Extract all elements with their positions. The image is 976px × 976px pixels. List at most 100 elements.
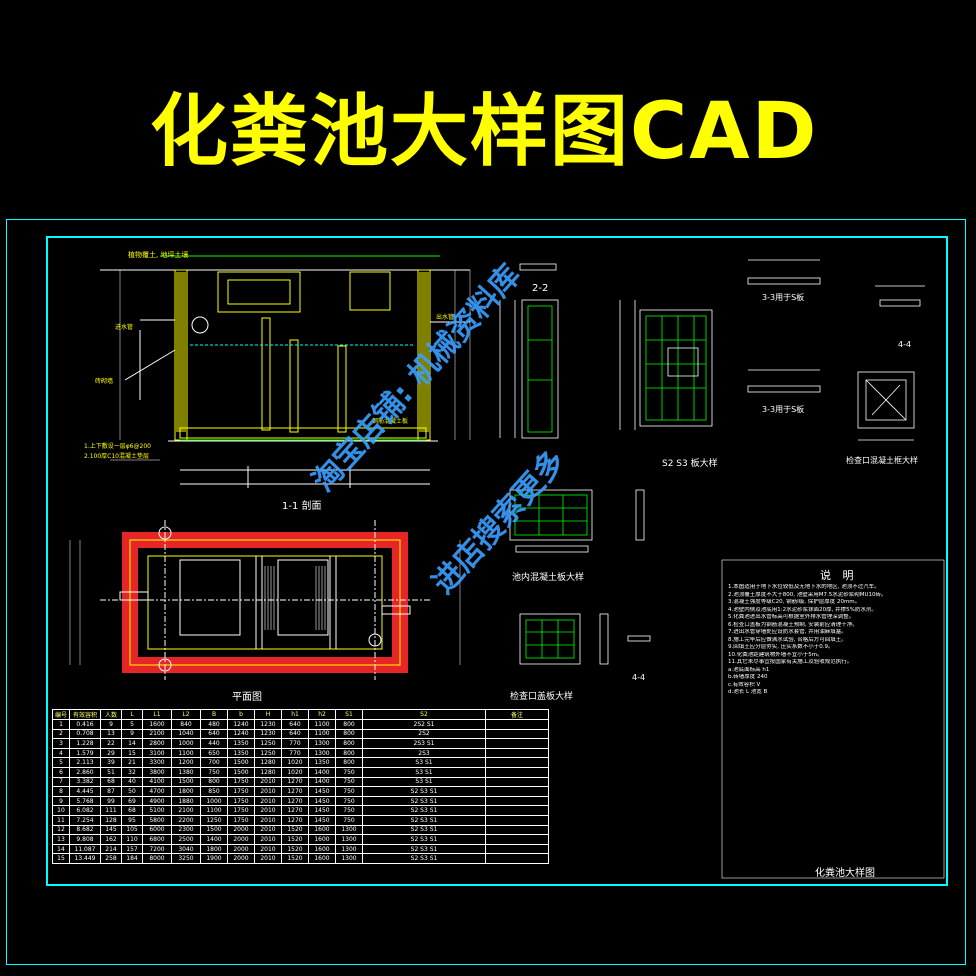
table-cell: 3250 <box>171 853 201 864</box>
table-cell <box>485 719 549 730</box>
notes-border <box>721 559 945 879</box>
table-cell: 2000 <box>227 843 255 855</box>
table-cell: 800 <box>335 719 363 730</box>
inspection-frame <box>857 371 915 441</box>
table-cell: 750 <box>335 805 363 816</box>
table-cell: 770 <box>281 747 309 759</box>
inspection-cover <box>519 613 651 665</box>
table-cell: 1270 <box>281 776 309 788</box>
table-header-cell: 编号 <box>52 709 70 720</box>
table-cell: 13 <box>52 834 70 845</box>
note-item: 6.检查口盖板为钢筋混凝土预制, 安装前应清理干净。 <box>728 621 858 628</box>
note-item: c.有效容积 V <box>728 681 761 688</box>
table-cell: 2 <box>52 728 70 740</box>
table-cell: 2800 <box>142 738 172 749</box>
table-cell: 2S3 <box>362 747 486 759</box>
table-cell <box>485 766 549 778</box>
table-header-cell: H <box>254 709 282 720</box>
table-cell: 1300 <box>335 824 363 836</box>
table-cell: 1250 <box>254 738 282 749</box>
table-cell: 800 <box>335 747 363 759</box>
table-cell <box>485 834 549 845</box>
table-cell: 1600 <box>308 834 336 845</box>
table-cell: 6.082 <box>69 805 101 816</box>
table-cell: 157 <box>121 843 143 855</box>
table-cell: S2 S3 S1 <box>362 795 486 807</box>
table-cell: 13 <box>100 728 122 740</box>
table-cell: 2010 <box>254 853 282 864</box>
table-cell: 15 <box>52 853 70 864</box>
table-cell: 1350 <box>227 738 255 749</box>
table-cell: 5 <box>121 719 143 730</box>
table-cell: 6000 <box>142 824 172 836</box>
table-cell: 1300 <box>335 843 363 855</box>
table-cell: 1 <box>52 719 70 730</box>
table-cell: 9.808 <box>69 834 101 845</box>
table-header-cell: b <box>227 709 255 720</box>
table-cell: S2 S3 S1 <box>362 805 486 816</box>
table-cell <box>485 843 549 855</box>
table-cell: 3040 <box>171 843 201 855</box>
table-header-cell: S2 <box>362 709 486 720</box>
table-cell: 1270 <box>281 805 309 816</box>
table-cell: 9 <box>100 719 122 730</box>
table-cell: S2 S3 S1 <box>362 834 486 845</box>
table-cell: 2100 <box>142 728 172 740</box>
table-cell: 110 <box>121 834 143 845</box>
table-cell: 51 <box>100 766 122 778</box>
table-cell: 1600 <box>308 853 336 864</box>
table-cell: 29 <box>100 747 122 759</box>
annotation-inlet: 进水管 <box>115 324 134 331</box>
table-cell: 1.579 <box>69 747 101 759</box>
table-cell: S2 S3 S1 <box>362 853 486 864</box>
table-cell: 480 <box>200 719 228 730</box>
label-section-1-1: 1-1 剖面 <box>282 501 322 512</box>
table-cell: 1100 <box>308 728 336 740</box>
table-cell: 1750 <box>227 814 255 826</box>
label-s2s3-detail: S2 S3 板大样 <box>662 459 718 469</box>
label-section-3-3-b: 3-3用于S板 <box>762 405 805 414</box>
table-cell: 1250 <box>200 814 228 826</box>
table-cell <box>485 776 549 788</box>
table-cell: 440 <box>200 738 228 749</box>
table-header-cell: 有效容积 <box>69 709 101 720</box>
table-cell <box>485 747 549 759</box>
table-cell: 162 <box>100 834 122 845</box>
table-header-cell: L1 <box>142 709 172 720</box>
table-cell: 1300 <box>335 853 363 864</box>
table-cell: 1520 <box>281 834 309 845</box>
table-cell: 1600 <box>142 719 172 730</box>
table-cell <box>485 738 549 749</box>
table-cell: 2010 <box>254 795 282 807</box>
table-header-cell: 备注 <box>485 709 549 720</box>
label-plan: 平面图 <box>232 692 262 703</box>
table-cell: 2010 <box>254 814 282 826</box>
note-item: 1.本图适用于地下水位较低及无地下水的地区, 池顶不过汽车。 <box>728 584 880 590</box>
table-cell: 1280 <box>254 757 282 768</box>
table-cell: 1300 <box>308 747 336 759</box>
table-cell: 1000 <box>171 738 201 749</box>
table-cell: 1400 <box>308 776 336 788</box>
table-cell: 1230 <box>254 719 282 730</box>
table-cell: 50 <box>121 786 143 797</box>
table-cell: 2000 <box>227 834 255 845</box>
table-cell: 1300 <box>308 738 336 749</box>
notes-heading: 说 明 <box>820 569 858 582</box>
annotation-legend-1: 1.上下敷设一层φ6@200 <box>84 443 151 450</box>
table-cell: 258 <box>100 853 122 864</box>
table-cell: 1040 <box>171 728 201 740</box>
table-cell: 800 <box>335 728 363 740</box>
table-cell: 95 <box>121 814 143 826</box>
table-cell <box>485 728 549 740</box>
table-cell: 8 <box>52 786 70 797</box>
label-inspection-frame: 检查口混凝土框大样 <box>846 456 918 465</box>
table-cell: 15 <box>121 747 143 759</box>
table-cell: 39 <box>100 757 122 768</box>
table-cell: 2300 <box>171 824 201 836</box>
table-cell: 750 <box>335 766 363 778</box>
